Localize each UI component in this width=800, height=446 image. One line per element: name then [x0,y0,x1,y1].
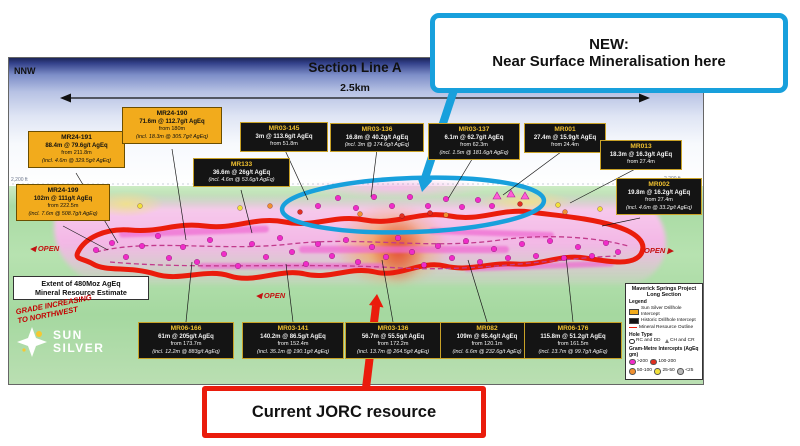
yellow-grade-zone [89,191,164,217]
legend-section-label: Legend [629,299,647,306]
yellow-grade-zone [479,191,574,213]
intercept-class: >200 [629,358,648,366]
legend-title: Maverick Springs Project Long Section [629,286,699,298]
intercept-class: 50-100 [629,368,652,375]
legend-title-line1: Maverick Springs Project [631,286,697,292]
near-surface-pink-zone [299,178,489,198]
legend-item: Mineral Resource Outline [629,325,699,331]
sun-silver-logo: SUN SILVER [16,326,104,358]
hole-type-item: CH and CR [664,338,695,344]
intercepts-label: Gram-Metre Intercepts (AgEq gm) [629,345,699,359]
direction-label: NNW [14,66,36,76]
elevation-label-right: 2,200 ft [664,176,681,182]
scale-label: 2.5km [340,82,370,94]
section-title: Section Line A [308,60,402,75]
jorc-callout-text: Current JORC resource [251,402,437,421]
elevation-label-left: 2,200 ft [11,177,28,183]
new-callout-line2: Near Surface Mineralisation here [492,53,726,70]
jorc-callout: Current JORC resource [202,386,486,438]
hole-type-label: Hole Type [629,331,653,338]
logo-text: SUN SILVER [53,329,104,354]
intercept-class: 100-200 [650,358,676,366]
logo-line-2: SILVER [53,341,105,355]
intercept-class: <25 [677,368,693,375]
extent-line-2: Mineral Resource Estimate [35,288,127,297]
legend-title-line2: Long Section [646,292,682,299]
legend-item: Sun Silver Drillhole Intercept [629,306,699,318]
magenta-streak [199,263,384,269]
legend-item: Historic Drillhole Intercept [629,318,699,325]
sun-star-icon [17,327,47,357]
legend: Maverick Springs Project Long Section Le… [625,283,703,380]
intercept-class: 25-50 [654,368,675,375]
section-panel [8,57,704,385]
new-callout: NEW: Near Surface Mineralisation here [430,13,788,93]
magenta-streak [299,246,509,253]
hole-type-item: RC and DD [629,338,661,345]
new-callout-line1: NEW: [589,36,629,53]
logo-line-1: SUN [53,328,83,343]
extent-line-1: Extent of 480Moz AgEq [41,279,121,288]
